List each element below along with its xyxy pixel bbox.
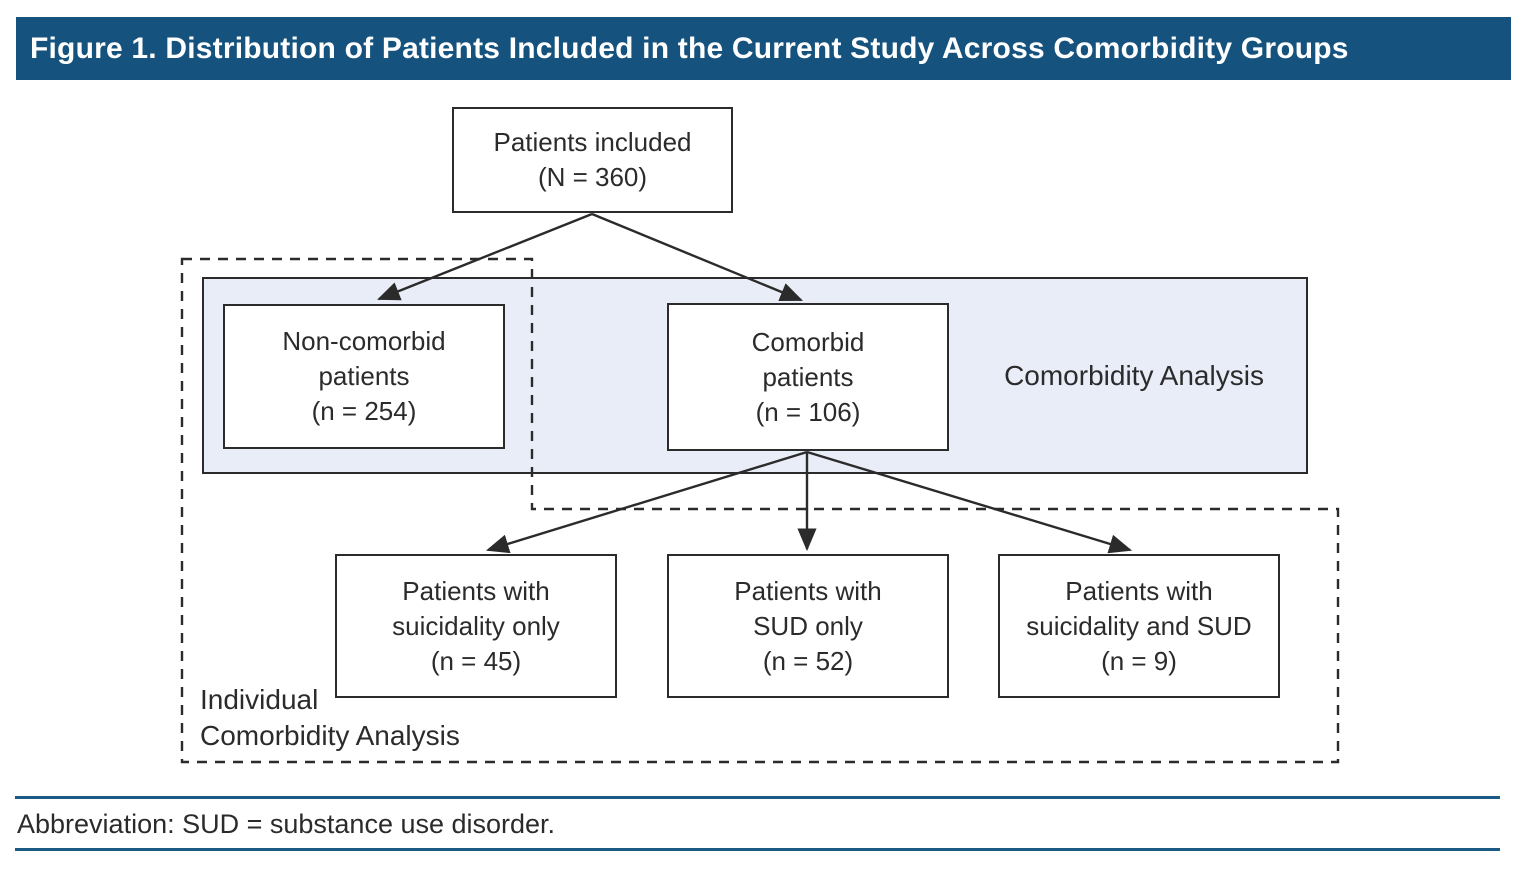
node-line: (n = 254) [311,396,417,426]
node-line: Non-comorbid [282,326,446,356]
node-line: Patients with [402,575,550,606]
individual-analysis-label-line2: Comorbidity Analysis [200,720,460,751]
node-line: (N = 360) [537,162,648,192]
node-line: (n = 52) [762,645,854,676]
node-suicidality-only: Patients with suicidality only (n = 45) [335,554,617,698]
footnote-rule-bottom [15,848,1500,851]
figure-title: Figure 1. Distribution of Patients Inclu… [30,31,1349,65]
node-non-comorbid-patients: Non-comorbid patients (n = 254) [223,304,505,449]
node-line: (n = 45) [430,645,522,676]
abbreviation-footnote: Abbreviation: SUD = substance use disord… [17,809,556,839]
node-line: patients [762,361,854,392]
individual-analysis-label-line1: Individual [200,684,319,715]
node-suicidality-and-sud: Patients with suicidality and SUD (n = 9… [998,554,1280,698]
node-line: suicidality and SUD [1026,610,1252,641]
node-line: suicidality only [392,610,560,641]
node-line: SUD only [753,610,863,641]
comorbidity-analysis-label: Comorbidity Analysis [1004,359,1264,391]
node-line: Patients included [493,127,692,157]
node-line: Patients with [1065,575,1213,606]
node-comorbid-patients: Comorbid patients (n = 106) [667,303,949,451]
figure-title-bar: Figure 1. Distribution of Patients Inclu… [16,17,1511,80]
node-line: (n = 106) [755,396,861,427]
footnote-rule-top [15,796,1500,799]
node-line: Comorbid [751,326,865,357]
individual-analysis-label: Individual Comorbidity Analysis [200,682,460,754]
node-line: (n = 9) [1101,645,1177,676]
node-line: patients [318,361,410,391]
node-patients-included: Patients included (N = 360) [452,107,733,213]
node-sud-only: Patients with SUD only (n = 52) [667,554,949,698]
node-line: Patients with [734,575,882,606]
